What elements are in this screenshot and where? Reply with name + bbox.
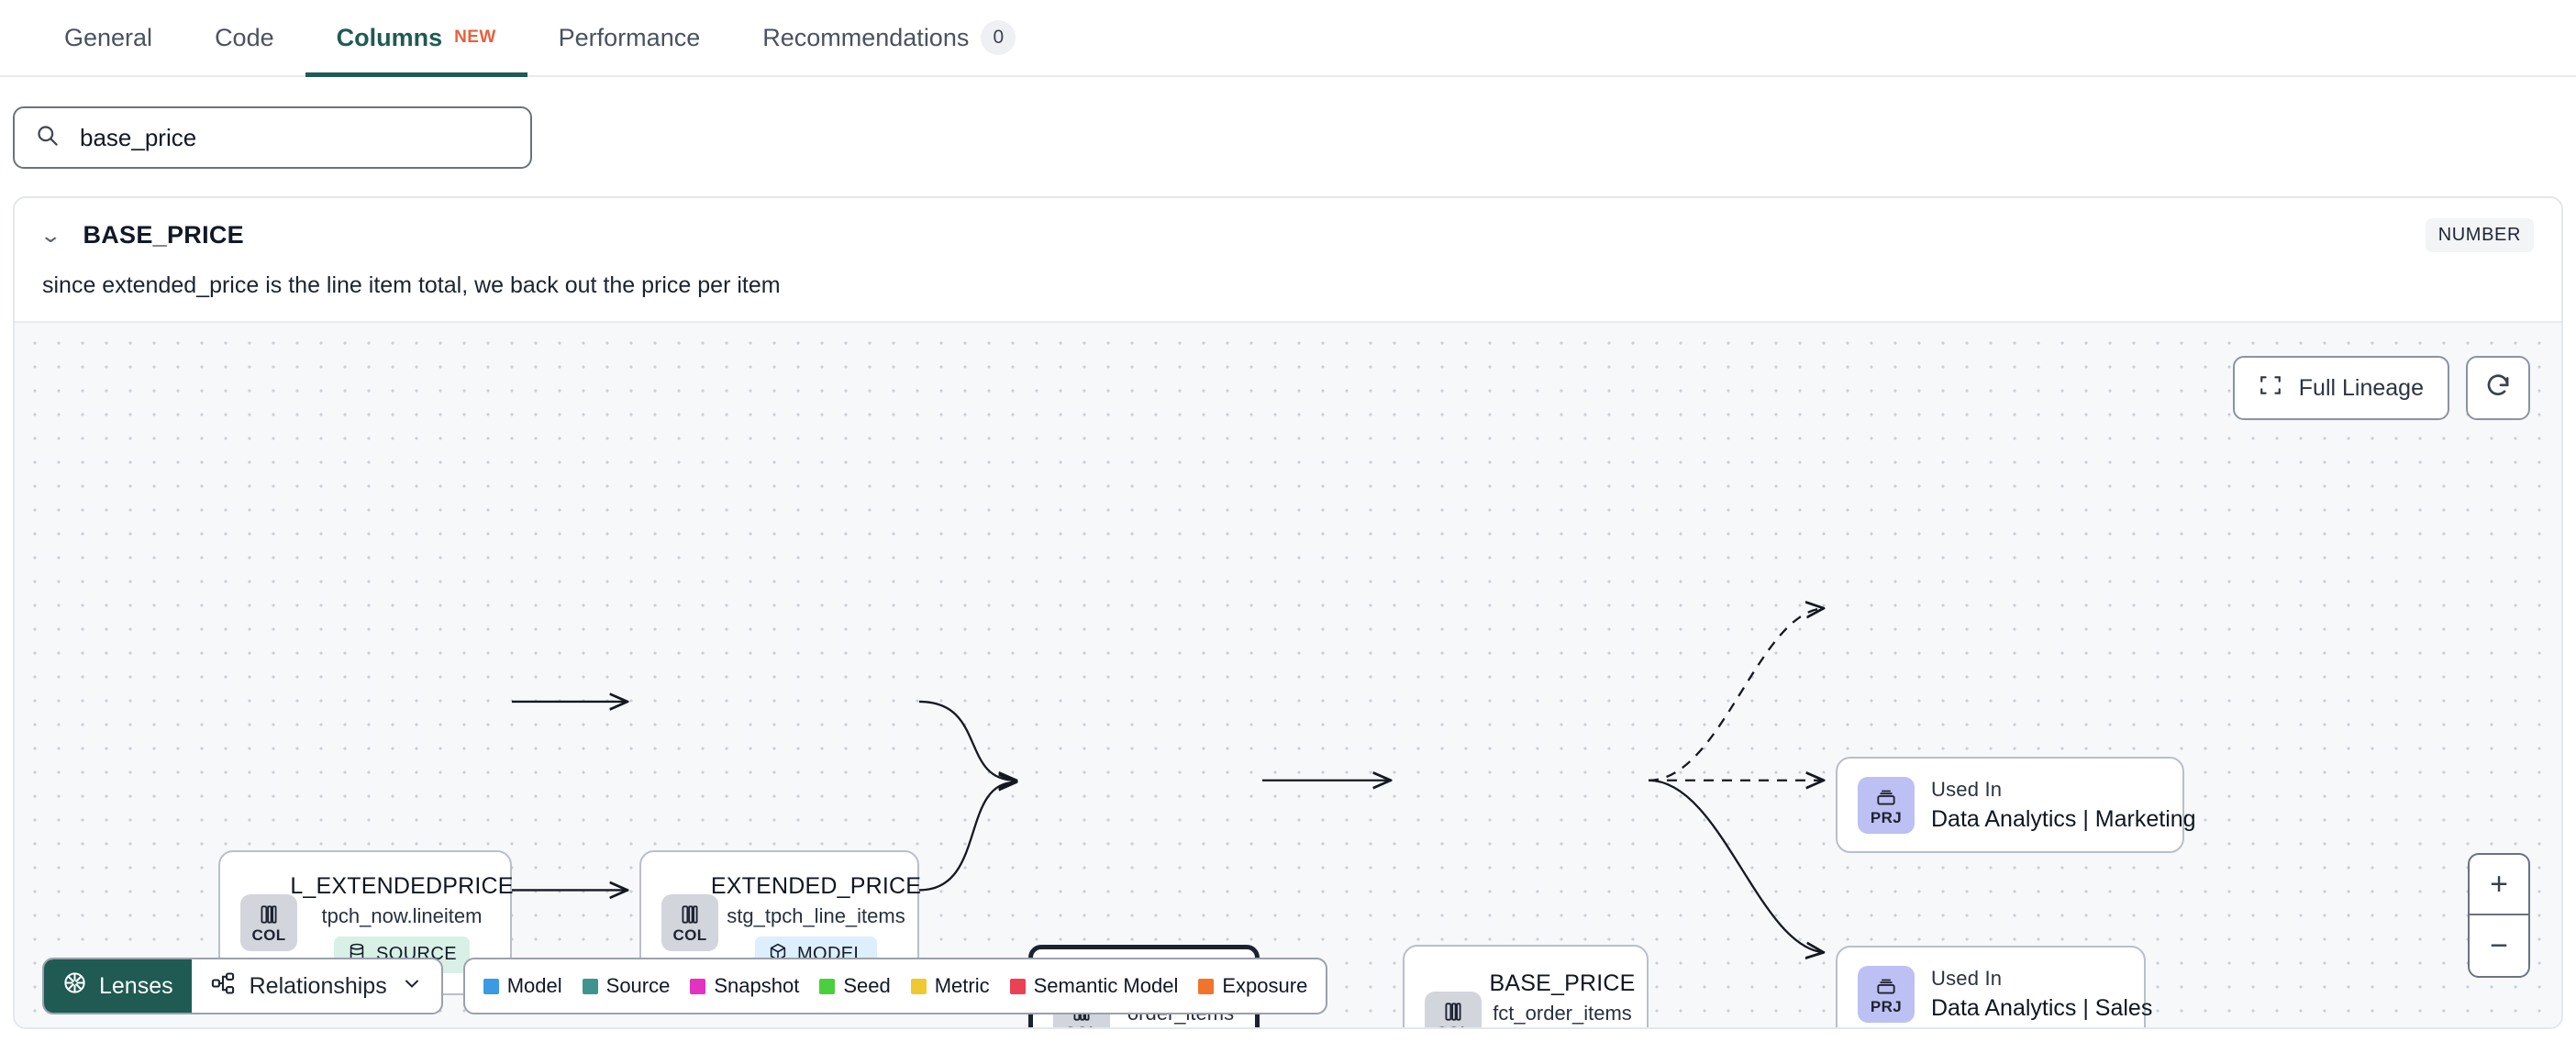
column-icon: COL [1425, 992, 1482, 1027]
node-badge-label: COL [251, 926, 286, 944]
legend-swatch [690, 978, 706, 994]
lenses-group: Lenses Relationships [42, 958, 443, 1014]
project-icon: PRJ [1858, 965, 1915, 1023]
legend-swatch [910, 978, 927, 994]
tab-label: Performance [558, 23, 701, 51]
column-icon: COL [661, 894, 718, 951]
legend-label: Source [605, 974, 671, 997]
node-name: Used In [1931, 777, 2003, 801]
node-subtitle: tpch_now.lineitem [321, 903, 483, 927]
node-name: EXTENDED_PRICE [710, 872, 922, 899]
legend-label: Model [506, 974, 562, 997]
relationships-button[interactable]: Relationships [192, 959, 441, 1013]
search-area [0, 77, 2576, 169]
column-card: ⌄ BASE_PRICE NUMBER since extended_price… [13, 196, 2563, 1029]
column-card-header: ⌄ BASE_PRICE NUMBER [15, 198, 2561, 252]
node-name: L_EXTENDEDPRICE [290, 872, 514, 899]
node-body: Used In Data Analytics | Sales [1931, 966, 2153, 1022]
column-type-badge: NUMBER [2425, 218, 2534, 252]
lenses-label: Lenses [99, 972, 173, 999]
legend-item-model[interactable]: Model [483, 974, 562, 998]
chevron-down-icon [401, 972, 423, 1001]
column-icon: COL [240, 894, 297, 951]
legend-label: Snapshot [714, 974, 800, 997]
relationships-icon [210, 970, 236, 1003]
legend-swatch [1009, 978, 1026, 994]
lineage-node-data-analytics-sales[interactable]: PRJ Used In Data Analytics | Sales [1836, 946, 2153, 1027]
aperture-icon [62, 970, 87, 1002]
node-subtitle: stg_tpch_line_items [727, 903, 905, 927]
legend-label: Metric [934, 974, 990, 997]
search-input[interactable] [78, 122, 510, 153]
tab-code[interactable]: Code [183, 0, 305, 75]
tab-recommendations[interactable]: Recommendations 0 [731, 0, 1047, 75]
node-subtitle: Data Analytics | Sales [1931, 994, 2153, 1021]
legend-label: Semantic Model [1033, 974, 1179, 997]
tab-label: Code [215, 23, 274, 51]
lineage-node-data-analytics-marketing[interactable]: PRJ Used In Data Analytics | Marketing [1836, 757, 2196, 853]
page-title: BASE_PRICE [83, 221, 244, 249]
tab-performance[interactable]: Performance [527, 0, 732, 75]
lenses-button[interactable]: Lenses [44, 959, 192, 1013]
relationships-label: Relationships [249, 972, 387, 999]
chevron-down-icon[interactable]: ⌄ [39, 223, 62, 247]
legend-label: Exposure [1222, 974, 1308, 997]
legend-item-snapshot[interactable]: Snapshot [690, 974, 799, 998]
tab-columns[interactable]: Columns NEW [305, 0, 527, 77]
legend-label: Seed [843, 974, 891, 997]
project-icon: PRJ [1858, 776, 1915, 834]
tab-label: General [64, 23, 153, 51]
node-subtitle: fct_order_items [1493, 1001, 1632, 1025]
refresh-icon [2483, 371, 2513, 405]
full-lineage-button[interactable]: Full Lineage [2232, 356, 2449, 420]
legend-item-seed[interactable]: Seed [819, 974, 891, 998]
node-body: Used In Data Analytics | Marketing [1931, 777, 2196, 833]
legend-swatch [819, 978, 836, 994]
tab-label: Columns [336, 23, 443, 51]
refresh-button[interactable] [2466, 356, 2530, 420]
tab-general[interactable]: General [33, 0, 183, 75]
column-description: since extended_price is the line item to… [42, 272, 781, 298]
search-icon [35, 123, 60, 152]
node-name: BASE_PRICE [1489, 970, 1636, 996]
node-badge-label: PRJ [1870, 997, 1903, 1015]
expand-icon [2259, 373, 2282, 404]
node-badge-label: COL [1064, 1025, 1098, 1027]
zoom-in-button[interactable]: + [2470, 855, 2528, 915]
legend-item-source[interactable]: Source [582, 974, 671, 998]
legend-item-semantic-model[interactable]: Semantic Model [1009, 974, 1179, 998]
tab-new-badge: NEW [454, 28, 496, 47]
node-subtitle: Data Analytics | Marketing [1931, 805, 2196, 832]
tab-label: Recommendations [762, 23, 970, 51]
legend-swatch [582, 978, 598, 994]
legend-item-exposure[interactable]: Exposure [1198, 974, 1307, 998]
tab-bar: General Code Columns NEW Performance Recommen… [0, 0, 2576, 77]
canvas-bottom-bar: Lenses Relationships [42, 958, 1328, 1014]
search-box[interactable] [13, 106, 532, 169]
legend-item-metric[interactable]: Metric [910, 974, 990, 998]
legend-swatch [483, 978, 499, 994]
node-badge-label: COL [672, 926, 707, 944]
node-badge-label: PRJ [1870, 808, 1903, 826]
lineage-legend: Model Source Snapshot Seed Metric Semantic Mo… [462, 958, 1328, 1014]
zoom-controls: + − [2468, 853, 2530, 978]
zoom-out-button[interactable]: − [2490, 927, 2508, 963]
legend-swatch [1198, 978, 1215, 994]
full-lineage-label: Full Lineage [2298, 374, 2424, 401]
tab-count-badge: 0 [981, 20, 1016, 55]
node-badge-label: COL [1436, 1025, 1470, 1027]
node-name: Used In [1931, 966, 2003, 990]
